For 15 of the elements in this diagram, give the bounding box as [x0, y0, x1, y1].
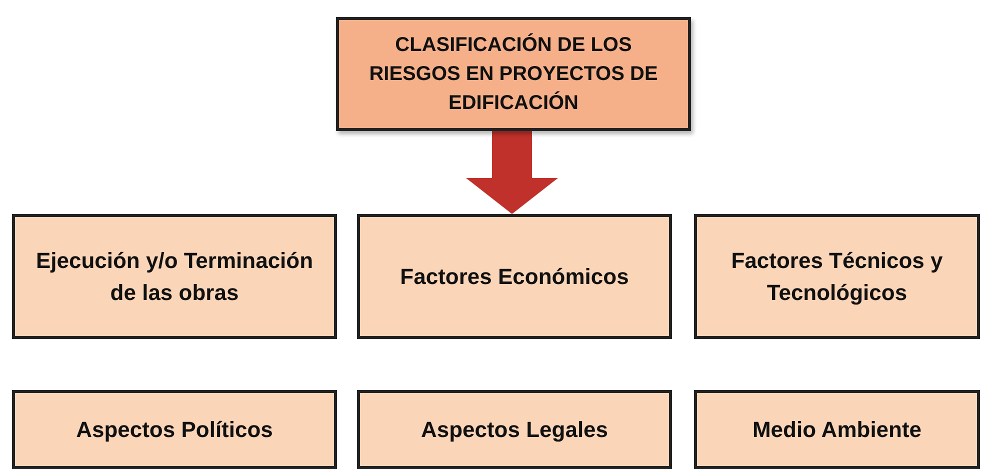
box-text: Medio Ambiente — [751, 416, 923, 444]
box-text: Aspectos Legales — [420, 416, 610, 444]
category-box — [12, 214, 337, 339]
category-box — [336, 17, 691, 131]
category-box — [357, 390, 672, 469]
box-text: Factores Económicos — [399, 262, 630, 291]
category-box — [12, 390, 337, 469]
box-text: Factores Técnicos y Tecnológicos — [730, 246, 944, 307]
block-arrow — [466, 131, 558, 214]
category-box — [694, 390, 980, 469]
box-text: Aspectos Políticos — [75, 416, 274, 444]
box-text: CLASIFICACIÓN DE LOS RIESGOS EN PROYECTOS DE EDIFICACIÓN — [368, 32, 659, 116]
box-text: Ejecución y/o Terminación de las obras — [34, 246, 314, 306]
category-box — [357, 214, 672, 339]
category-box — [694, 214, 980, 339]
